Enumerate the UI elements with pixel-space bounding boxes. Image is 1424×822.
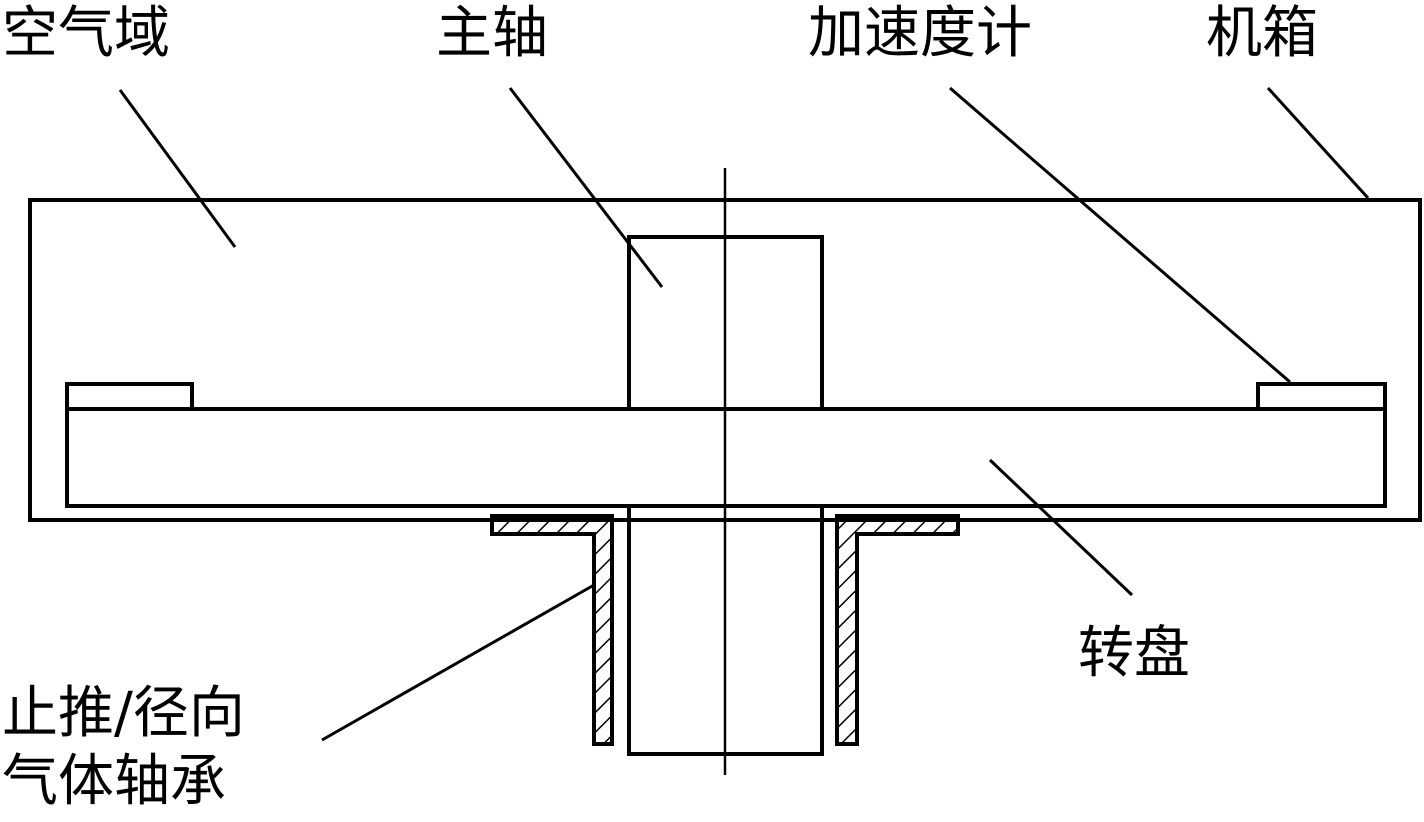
label-bearing-line2: 气体轴承 (2, 749, 226, 814)
bearing-right (835, 514, 960, 746)
leader-accelerometer (949, 86, 1291, 384)
label-air-domain: 空气域 (2, 1, 170, 66)
label-spindle: 主轴 (436, 1, 548, 66)
accelerometer-left (65, 382, 194, 411)
leader-air-domain (118, 89, 237, 248)
accelerometer-right (1256, 382, 1387, 411)
label-accelerometer: 加速度计 (808, 1, 1032, 66)
leader-bearing (321, 583, 595, 742)
leader-spindle (508, 87, 664, 288)
label-turntable: 转盘 (1078, 621, 1190, 686)
label-bearing-line1: 止推/径向 (2, 681, 245, 746)
bearing-left (490, 514, 614, 746)
leader-turntable (988, 458, 1134, 597)
label-casing: 机箱 (1206, 1, 1318, 66)
leader-casing (1266, 86, 1370, 200)
